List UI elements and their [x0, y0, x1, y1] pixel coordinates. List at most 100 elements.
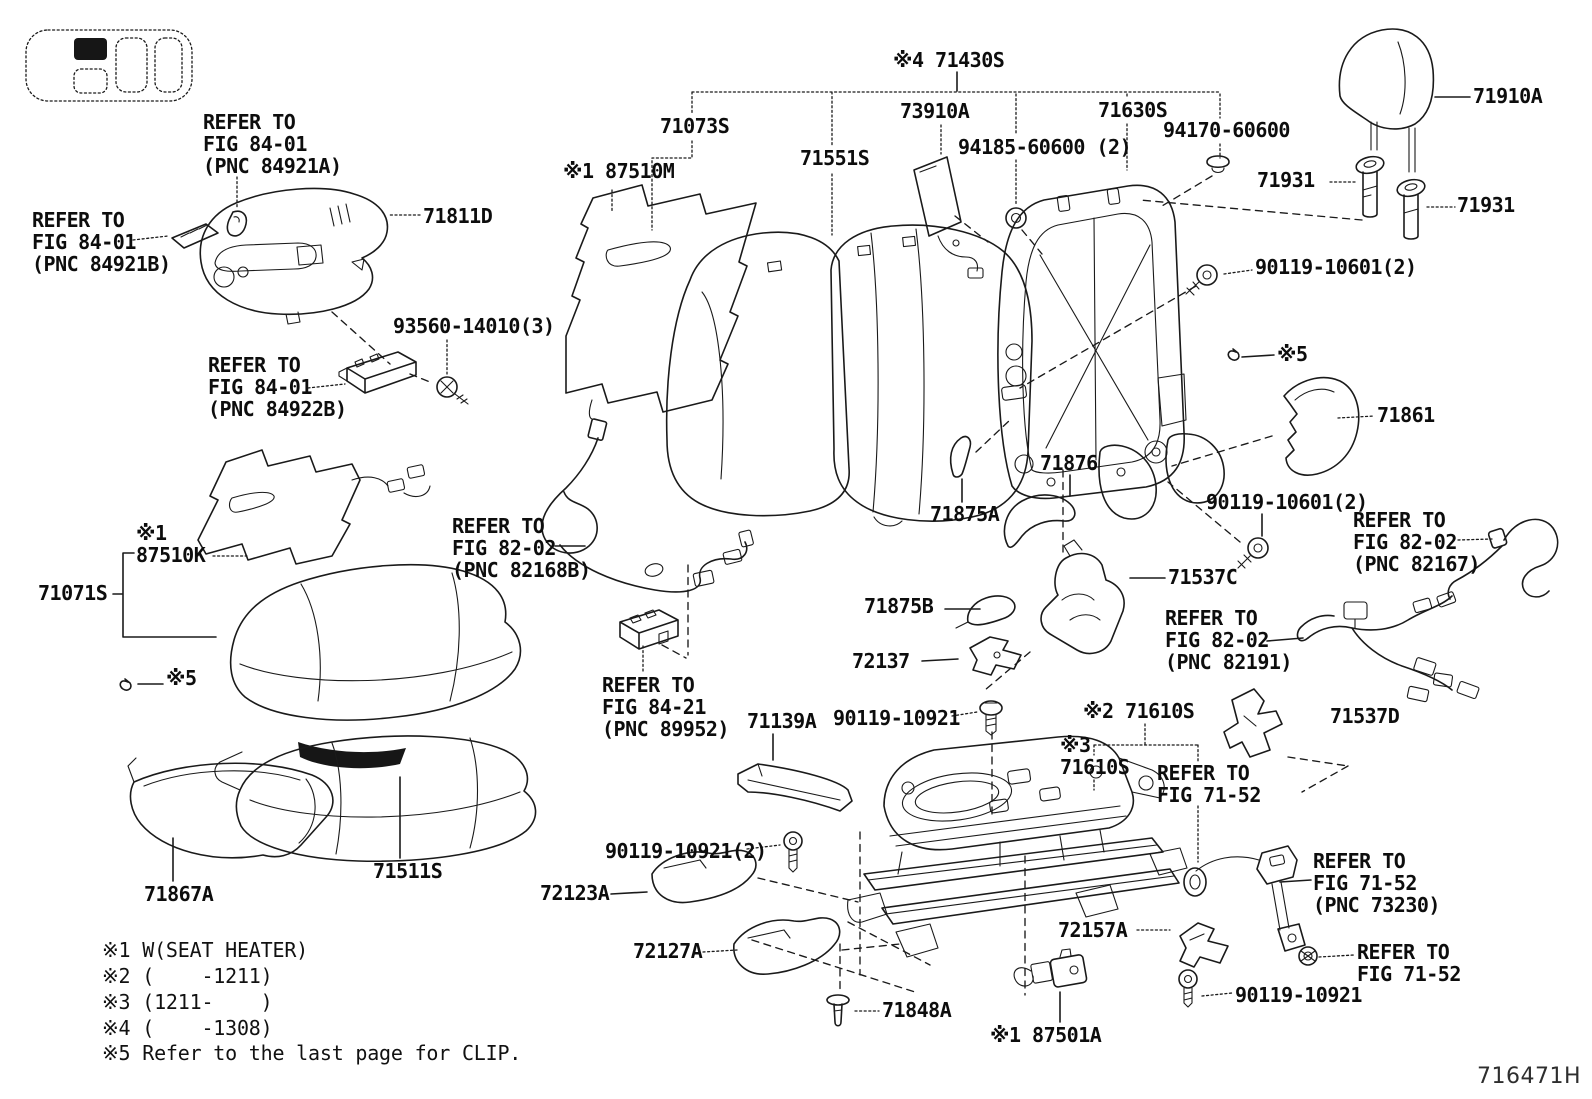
harness-82168B: [541, 418, 754, 593]
part-label-71630S: 71630S: [1098, 98, 1168, 122]
side-cover-71861: [1283, 376, 1360, 476]
headrest-support-71931-left: [1355, 155, 1385, 218]
clip-glyph-top: [1227, 348, 1240, 361]
part-label-93560-14010: 93560-14010(3): [393, 314, 555, 338]
part-label-71875A: 71875A: [930, 502, 1000, 526]
refer-label-82168B: REFER TO FIG 82-02 (PNC 82168B): [452, 514, 591, 582]
part-label-71875B: 71875B: [864, 594, 934, 618]
part-label-90119-10921-2: 90119-10921(2): [605, 839, 767, 863]
cushion-cover-71511S: [214, 735, 537, 863]
bolt-90119-10601-mid: [1237, 537, 1269, 569]
part-label-90119-10921-left: 90119-10921: [833, 706, 960, 730]
footnote-5: ※5 Refer to the last page for CLIP.: [102, 1041, 522, 1065]
switch-box-84922B: [338, 351, 417, 394]
cover-71875A: [949, 435, 972, 478]
refer-label-89952: REFER TO FIG 84-21 (PNC 89952): [602, 673, 729, 741]
part-label-71811D: 71811D: [423, 204, 493, 228]
seatback-frame-71630S: [997, 184, 1187, 500]
part-label-94185-60600: 94185-60600 (2): [958, 135, 1132, 159]
part-label-90119-10601-mid: 90119-10601(2): [1206, 490, 1368, 514]
cover-71876: [1003, 494, 1076, 549]
refer-label-73230: REFER TO FIG 71-52 (PNC 73230): [1313, 849, 1440, 917]
seatbelt-buckle-73230: [1183, 845, 1318, 966]
part-label-71551S: 71551S: [800, 146, 870, 170]
bolt-90119-10921-left: [783, 831, 803, 873]
part-label-71876: 71876: [1040, 451, 1098, 475]
actuator-87501A: [1013, 948, 1088, 988]
part-label-71867A: 71867A: [144, 882, 214, 906]
seat-shield-71811D: [199, 187, 389, 325]
grommet-94170: [1206, 155, 1230, 174]
refer-label-84921B: REFER TO FIG 84-01 (PNC 84921B): [32, 208, 171, 276]
clip-note-top: ※5: [1277, 342, 1308, 366]
part-label-71430S: ※4 71430S: [893, 48, 1005, 72]
part-label-71861: 71861: [1377, 403, 1435, 427]
bolt-90119-10921-mid: [979, 700, 1003, 736]
seatback-pad-71551S: [830, 224, 1225, 527]
bracket-71537D: [1223, 688, 1283, 758]
part-label-72157A: 72157A: [1058, 918, 1128, 942]
switch-bezel-84921B: [171, 223, 219, 249]
part-label-71910A: 71910A: [1473, 84, 1543, 108]
footnote-1: ※1 W(SEAT HEATER): [102, 938, 309, 962]
part-label-71073S: 71073S: [660, 114, 730, 138]
dashed-lines: [331, 175, 1363, 996]
footnote-2: ※2 ( -1211): [102, 964, 273, 988]
harness-82191: [1296, 595, 1480, 703]
part-label-71139A: 71139A: [747, 709, 817, 733]
clip-glyph-left: [119, 678, 132, 691]
refer-label-84921A: REFER TO FIG 84-01 (PNC 84921A): [203, 110, 342, 178]
refer-label-82167: REFER TO FIG 82-02 (PNC 82167): [1353, 508, 1480, 576]
seat-track-71610S: [847, 735, 1188, 958]
cushion-shadow: [298, 742, 406, 769]
pushpin-71848A: [826, 994, 850, 1027]
part-label-87510K: ※1 87510K: [136, 521, 206, 567]
refer-label-82191: REFER TO FIG 82-02 (PNC 82191): [1165, 606, 1292, 674]
harness-82167: [1412, 518, 1559, 614]
heater-pad-87510M: [565, 184, 757, 420]
part-label-71511S: 71511S: [373, 859, 443, 883]
cover-71537C: [1040, 539, 1125, 655]
bolt-90119-10921-bottom: [1178, 969, 1198, 1008]
refer-label-7152-top: REFER TO FIG 71-52: [1157, 761, 1261, 807]
side-airbag-73910A: [913, 156, 984, 279]
vehicle-seat-position-icon: [25, 29, 193, 102]
part-label-71848A: 71848A: [882, 998, 952, 1022]
part-label-71071S: 71071S: [38, 581, 108, 605]
part-label-87510M: ※1 87510M: [563, 159, 675, 183]
bolt-90119-10601-upper: [1185, 264, 1218, 296]
figure-code: 716471H: [1477, 1064, 1582, 1089]
part-label-71931-right: 71931: [1457, 193, 1515, 217]
part-label-71537D: 71537D: [1330, 704, 1400, 728]
nut-94185: [1005, 207, 1027, 229]
headrest-71910A: [1338, 28, 1435, 173]
part-label-72137: 72137: [852, 649, 910, 673]
connector-89952: [619, 609, 679, 650]
clip-note-left: ※5: [166, 666, 197, 690]
part-label-71537C: 71537C: [1168, 565, 1238, 589]
part-label-72123A: 72123A: [540, 881, 610, 905]
pad-71875B: [955, 595, 1016, 629]
part-label-71931-left: 71931: [1257, 168, 1315, 192]
footnote-3: ※3 (1211- ): [102, 990, 273, 1014]
cover-72127A: [733, 917, 841, 975]
part-label-71610S-x3: ※3 71610S: [1060, 733, 1130, 779]
refer-label-7152-bottom: REFER TO FIG 71-52: [1357, 940, 1461, 986]
part-label-71610S-x2: ※2 71610S: [1083, 699, 1195, 723]
bracket-72157A: [1179, 922, 1229, 968]
part-label-87501A: ※1 87501A: [990, 1023, 1102, 1047]
part-label-90119-10921-bottom: 90119-10921: [1235, 983, 1362, 1007]
seatback-cover-71073S: [665, 231, 850, 517]
front-panel-71867A: [127, 757, 334, 859]
leader-lines: [112, 71, 1493, 1023]
part-label-90119-10601-upper: 90119-10601(2): [1255, 255, 1417, 279]
part-label-73910A: 73910A: [900, 99, 970, 123]
headrest-support-71931-right: [1396, 178, 1426, 240]
knob-84921A: [226, 210, 248, 237]
handle-71139A: [737, 763, 853, 812]
refer-label-84922B: REFER TO FIG 84-01 (PNC 84922B): [208, 353, 347, 421]
bracket-72137: [969, 636, 1022, 676]
heater-pad-87510K: [197, 449, 431, 565]
